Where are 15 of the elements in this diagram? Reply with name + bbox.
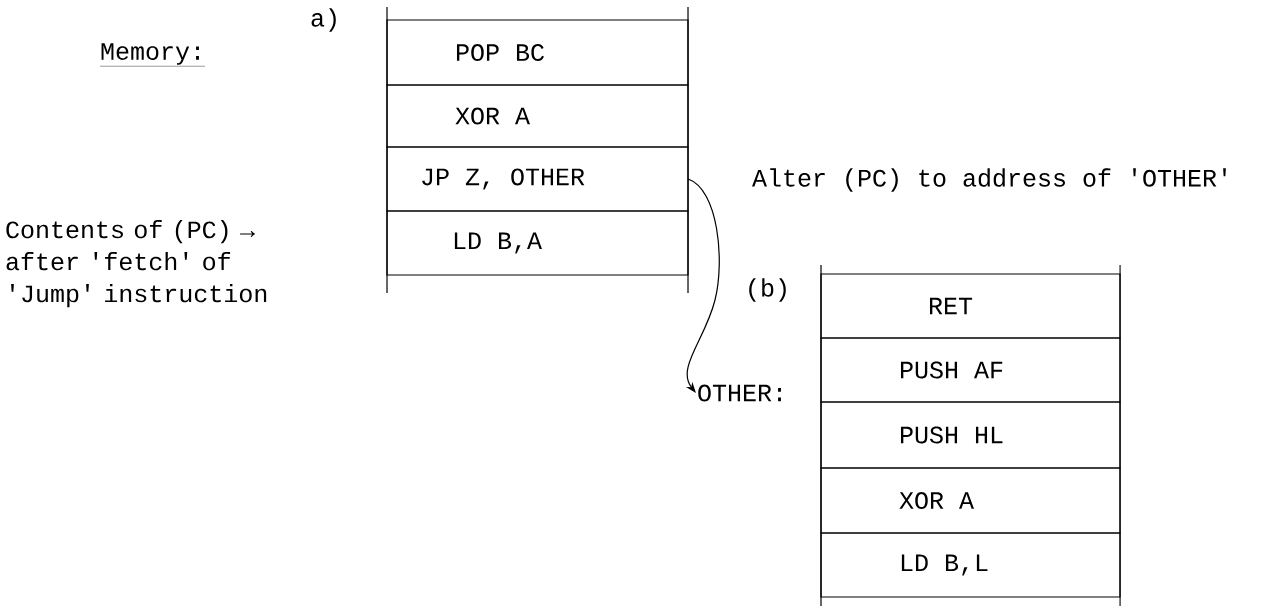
- memory-cell: RET: [820, 273, 1121, 339]
- memory-cell: PUSH HL: [820, 401, 1121, 469]
- address-label: OTHER:: [698, 384, 781, 402]
- memory-cell: JP Z, OTHER: [386, 146, 689, 212]
- note-text: Alter (PC) to address of 'OTHER': [752, 168, 1226, 192]
- panel-label: a): [311, 8, 336, 32]
- panel-label: (b): [749, 278, 786, 302]
- memory-cell: LD B,L: [820, 532, 1121, 598]
- memory-cell: LD B,A: [386, 210, 689, 276]
- memory-cell: PUSH AF: [820, 337, 1121, 403]
- heading: Memory:: [99, 43, 206, 67]
- memory-cell: POP BC: [386, 19, 689, 86]
- note-text: Contents of (PC) → after 'fetch' of 'Jump' instruction: [6, 220, 267, 308]
- memory-cell: XOR A: [820, 467, 1121, 534]
- memory-cell: XOR A: [386, 84, 689, 148]
